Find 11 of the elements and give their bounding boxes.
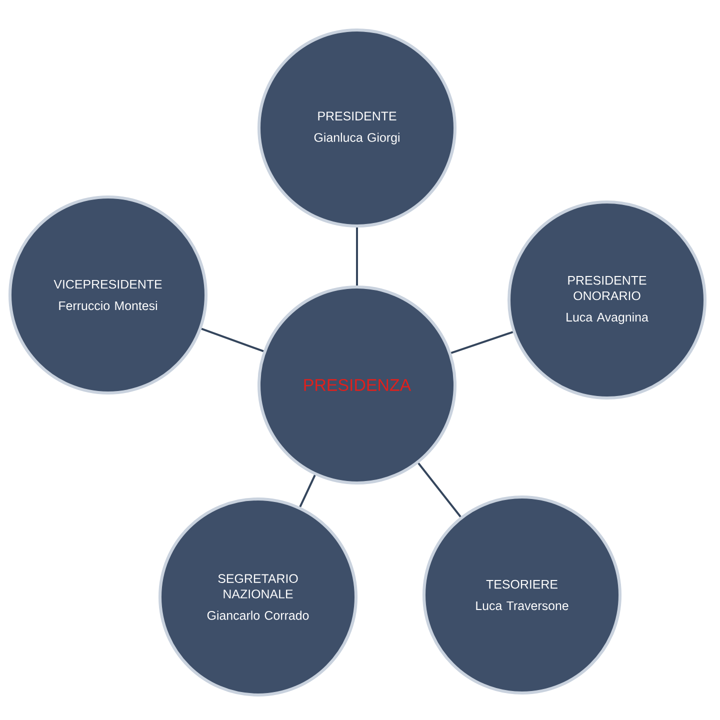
circle-node: VICEPRESIDENTE Ferruccio Montesi (8, 196, 208, 394)
connector-line (299, 474, 316, 508)
circle-node: PRESIDENZA (258, 286, 456, 484)
connector-line (450, 331, 514, 354)
connector-line (356, 228, 358, 286)
connector-line (201, 328, 264, 352)
circle-node: PRESIDENTE Gianluca Giorgi (258, 28, 456, 228)
circle-node: PRESIDENTE ONORARIO Luca Avagnina (508, 200, 707, 400)
circle-node: TESORIERE Luca Traversone (422, 496, 622, 694)
connector-line (418, 462, 462, 518)
circle-node: SEGRETARIO NAZIONALE Giancarlo Corrado (158, 498, 358, 696)
